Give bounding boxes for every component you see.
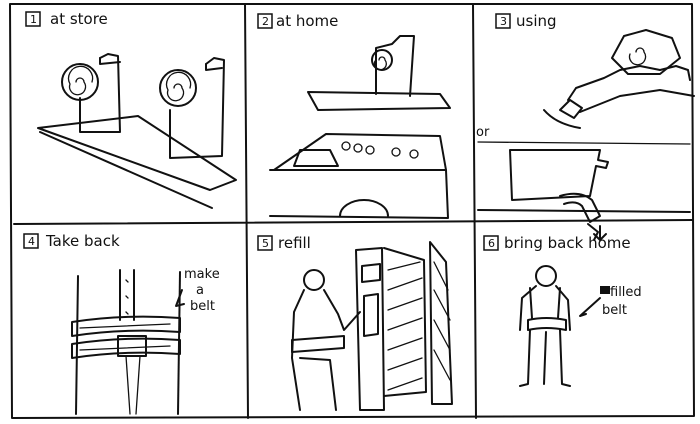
panel-4: 4 Take back make a belt (24, 232, 220, 414)
panel-1: 1 at store (26, 10, 236, 208)
panel-5-caption: refill (278, 234, 311, 252)
panel-6-caption: bring back home (504, 234, 631, 252)
panel-1-caption: at store (50, 10, 108, 28)
panel-2-number: 2 (262, 15, 269, 28)
panel-2: 2 at home (258, 12, 450, 218)
panel-5: 5 refill (258, 234, 452, 410)
panel-5-number: 5 (262, 237, 269, 250)
filled-belt-line2: belt (602, 303, 627, 318)
person-with-belt-sketch (520, 266, 600, 386)
or-divider (478, 142, 690, 144)
or-label: or (476, 125, 490, 140)
make-a-belt-line2: a (196, 283, 204, 298)
filled-belt-line1: filled (610, 285, 642, 300)
panel-1-number: 1 (30, 13, 37, 26)
pouring-sketch (544, 30, 694, 128)
panel-3-caption: using (516, 12, 557, 30)
panel-6-number: 6 (488, 237, 495, 250)
panel-4-number: 4 (28, 235, 35, 248)
panel-3-number: 3 (500, 15, 507, 28)
refill-machine-sketch (292, 242, 452, 410)
filled-marker (600, 286, 610, 294)
home-shelf-washer-sketch (270, 36, 450, 218)
make-a-belt-line1: make (184, 267, 220, 282)
dispenser-sketch (478, 150, 690, 240)
panel-3: 3 using or (476, 12, 694, 240)
panel-4-caption: Take back (45, 232, 120, 250)
belt-sketch (72, 270, 184, 414)
store-shelf-sketch (38, 54, 236, 208)
panel-2-caption: at home (276, 12, 338, 30)
make-a-belt-line3: belt (190, 299, 215, 314)
panel-6: 6 bring back home filled belt (484, 234, 642, 386)
